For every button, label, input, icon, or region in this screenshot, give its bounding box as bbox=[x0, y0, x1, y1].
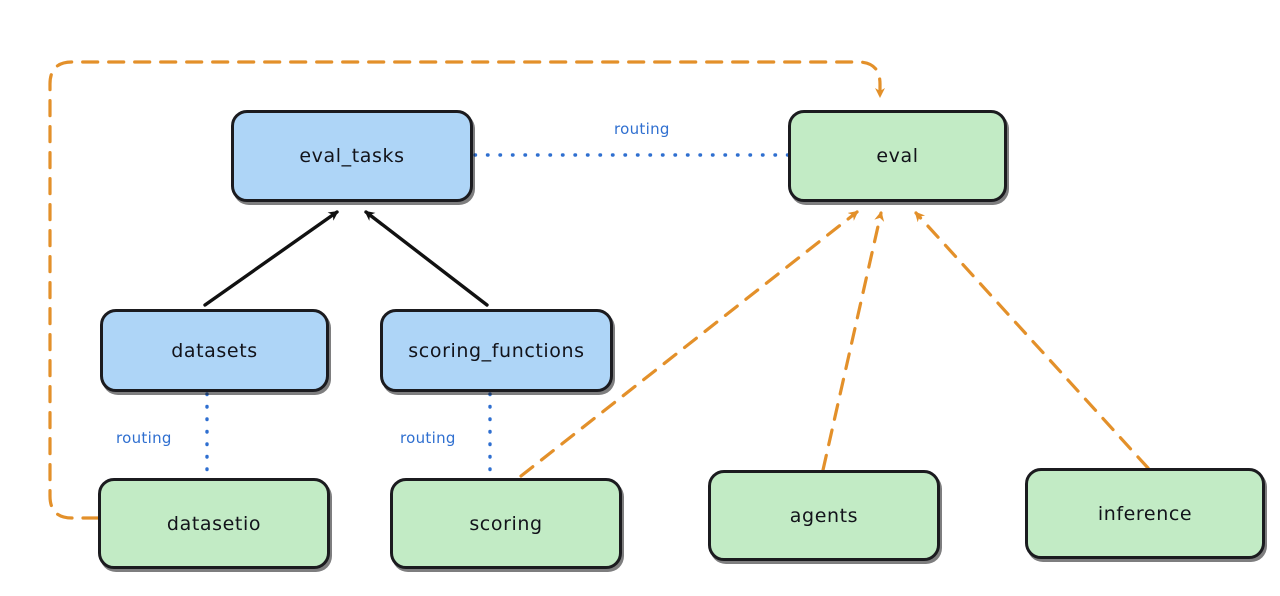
node-agents[interactable]: agents bbox=[708, 470, 940, 561]
node-scoring-functions[interactable]: scoring_functions bbox=[380, 309, 613, 392]
edge-label-routing-eval-tasks-eval: routing bbox=[614, 120, 670, 138]
edge-label-routing-scoring-functions-scoring: routing bbox=[400, 429, 456, 447]
node-label-scoring: scoring bbox=[469, 512, 543, 535]
edge-label-routing-datasets-datasetio: routing bbox=[116, 429, 172, 447]
node-label-eval-tasks: eval_tasks bbox=[299, 145, 405, 167]
node-eval-tasks[interactable]: eval_tasks bbox=[231, 110, 473, 202]
node-label-agents: agents bbox=[789, 504, 859, 527]
node-inference[interactable]: inference bbox=[1025, 468, 1265, 559]
node-datasetio[interactable]: datasetio bbox=[98, 478, 330, 569]
node-label-datasets: datasets bbox=[171, 339, 258, 362]
node-scoring[interactable]: scoring bbox=[390, 478, 622, 569]
node-label-scoring-functions: scoring_functions bbox=[408, 339, 585, 362]
node-eval[interactable]: eval bbox=[788, 110, 1007, 202]
edge-agents-eval bbox=[821, 211, 885, 472]
edge-datasets-eval-tasks bbox=[203, 210, 339, 307]
node-label-eval: eval bbox=[876, 145, 919, 167]
edge-scoring-functions-eval-tasks bbox=[364, 210, 489, 307]
node-datasets[interactable]: datasets bbox=[100, 309, 329, 392]
edge-inference-eval bbox=[914, 211, 1150, 470]
node-label-inference: inference bbox=[1097, 502, 1193, 525]
node-label-datasetio: datasetio bbox=[166, 512, 262, 535]
